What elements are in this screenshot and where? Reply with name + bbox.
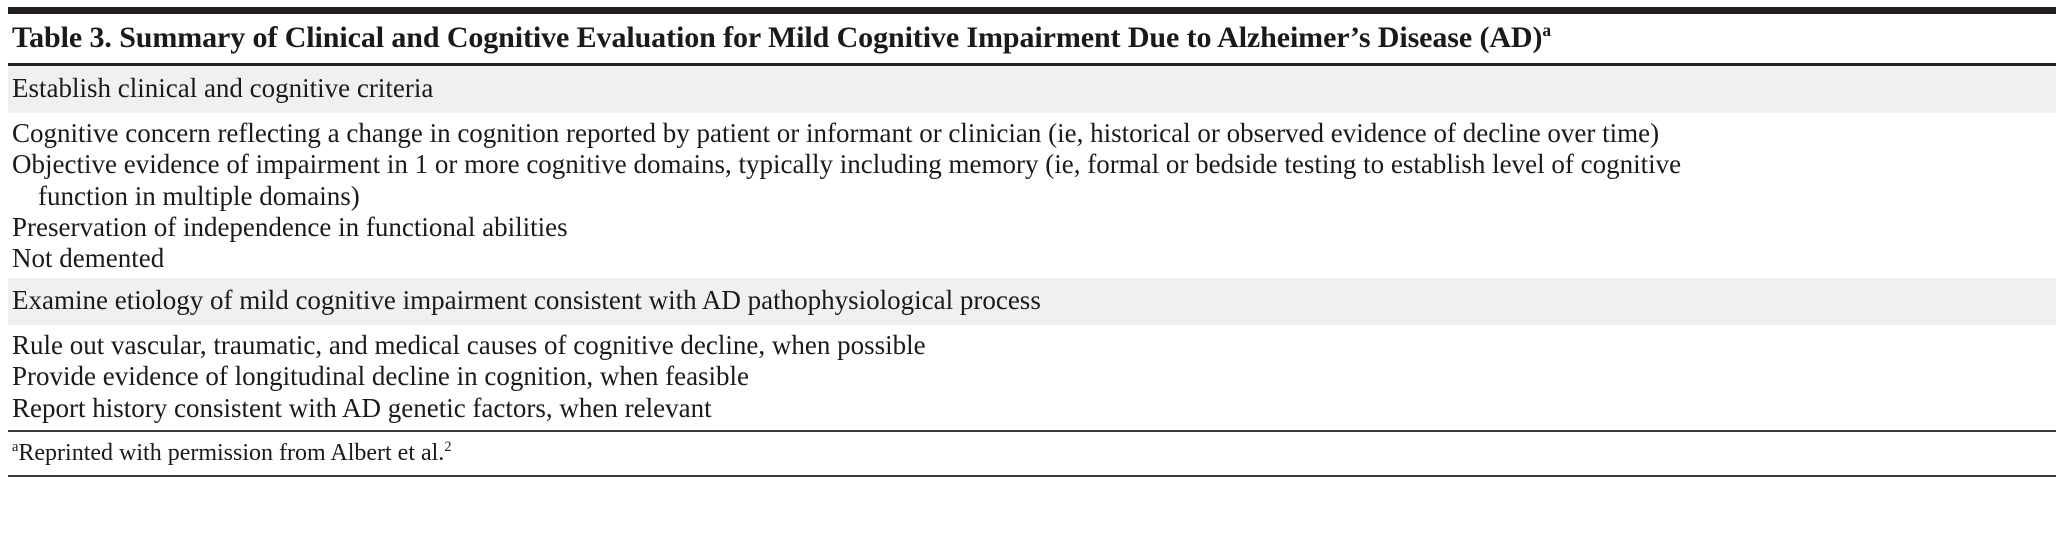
footnote-text: Reprinted with permission from Albert et… [18,440,445,467]
table-row: Preservation of independence in function… [12,211,568,242]
table-row: Objective evidence of impairment in 1 or… [8,149,2056,212]
table-bottom-rule [8,475,2056,478]
section-body-establish-criteria: Cognitive concern reflecting a change in… [8,113,2056,278]
footnote-top-rule [8,430,2056,433]
table-row-continuation: function in multiple domains) [38,180,360,211]
table-row: Not demented [12,243,165,274]
table-footnote: aReprinted with permission from Albert e… [8,432,2056,475]
table-row-text: Objective evidence of impairment in 1 or… [12,149,1682,180]
title-bottom-rule [8,62,2056,66]
table-row: Report history consistent with AD geneti… [12,392,712,423]
table-title-footnote-marker: a [1542,20,1551,40]
table-row: Cognitive concern reflecting a change in… [12,117,1660,148]
section-header-establish-criteria: Establish clinical and cognitive criteri… [8,65,2056,113]
table-title: Table 3. Summary of Clinical and Cogniti… [8,14,2056,63]
table-row: Rule out vascular, traumatic, and medica… [12,329,926,360]
section-body-examine-etiology: Rule out vascular, traumatic, and medica… [8,325,2056,427]
table-title-text: Table 3. Summary of Clinical and Cogniti… [12,21,1543,54]
table-container: Table 3. Summary of Clinical and Cogniti… [0,7,2064,540]
section-header-examine-etiology: Examine etiology of mild cognitive impai… [8,277,2056,325]
footnote-marker: a [12,439,19,456]
table-top-rule [8,7,2056,14]
footnote-reference-number: 2 [444,439,452,456]
table-row: Provide evidence of longitudinal decline… [12,361,750,392]
